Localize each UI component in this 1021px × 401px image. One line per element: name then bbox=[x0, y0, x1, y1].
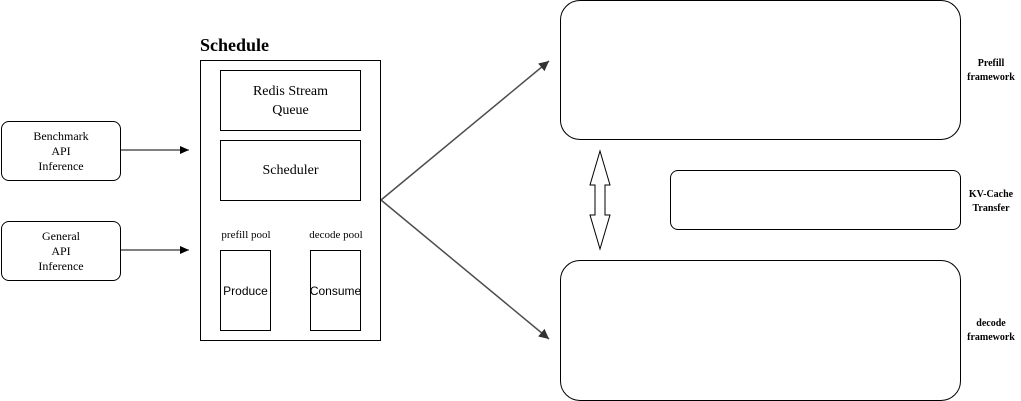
decode-framework-box bbox=[560, 260, 961, 401]
benchmark-line-3: Inference bbox=[38, 158, 84, 173]
queue-line-2: Queue bbox=[272, 102, 309, 118]
benchmark-line-2: API bbox=[51, 143, 71, 158]
prefill-line-1: Prefill bbox=[977, 58, 1005, 69]
prefill-framework-box bbox=[560, 0, 961, 140]
consume-box: Consume bbox=[310, 250, 361, 331]
decode-framework-label: decode framework bbox=[958, 317, 1021, 345]
bidirectional-arrow bbox=[589, 149, 611, 251]
to-decode-arrow bbox=[380, 199, 550, 340]
prefill-line-2: framework bbox=[967, 72, 1015, 83]
benchmark-api-inference-box: Benchmark API Inference bbox=[1, 121, 121, 181]
schedule-title: Schedule bbox=[200, 35, 270, 55]
kv-line-1: KV-Cache bbox=[968, 189, 1014, 200]
general-line-3: Inference bbox=[38, 258, 84, 273]
decode-line-2: framework bbox=[967, 332, 1015, 343]
redis-stream-queue-box: Redis Stream Queue bbox=[220, 70, 361, 131]
general-api-inference-box: General API Inference bbox=[1, 221, 121, 281]
kv-cache-transfer-box bbox=[670, 170, 961, 230]
prefill-framework-label: Prefill framework bbox=[958, 57, 1021, 85]
decode-line-1: decode bbox=[976, 318, 1006, 329]
queue-line-1: Redis Stream bbox=[252, 83, 329, 99]
kv-line-2: Transfer bbox=[972, 203, 1010, 214]
scheduler-box: Scheduler bbox=[220, 140, 361, 201]
prefill-pool-label: prefill pool bbox=[221, 229, 271, 241]
kv-cache-transfer-label: KV-Cache Transfer bbox=[958, 188, 1021, 216]
benchmark-line-1: Benchmark bbox=[33, 128, 89, 143]
to-prefill-arrow bbox=[380, 60, 550, 201]
produce-box: Produce bbox=[220, 250, 271, 331]
general-line-2: API bbox=[51, 243, 71, 258]
produce-label: Produce bbox=[223, 283, 268, 298]
general-line-1: General bbox=[42, 228, 80, 243]
scheduler-label: Scheduler bbox=[262, 162, 319, 178]
consume-label: Consume bbox=[309, 283, 362, 298]
decode-pool-label: decode pool bbox=[309, 229, 363, 241]
